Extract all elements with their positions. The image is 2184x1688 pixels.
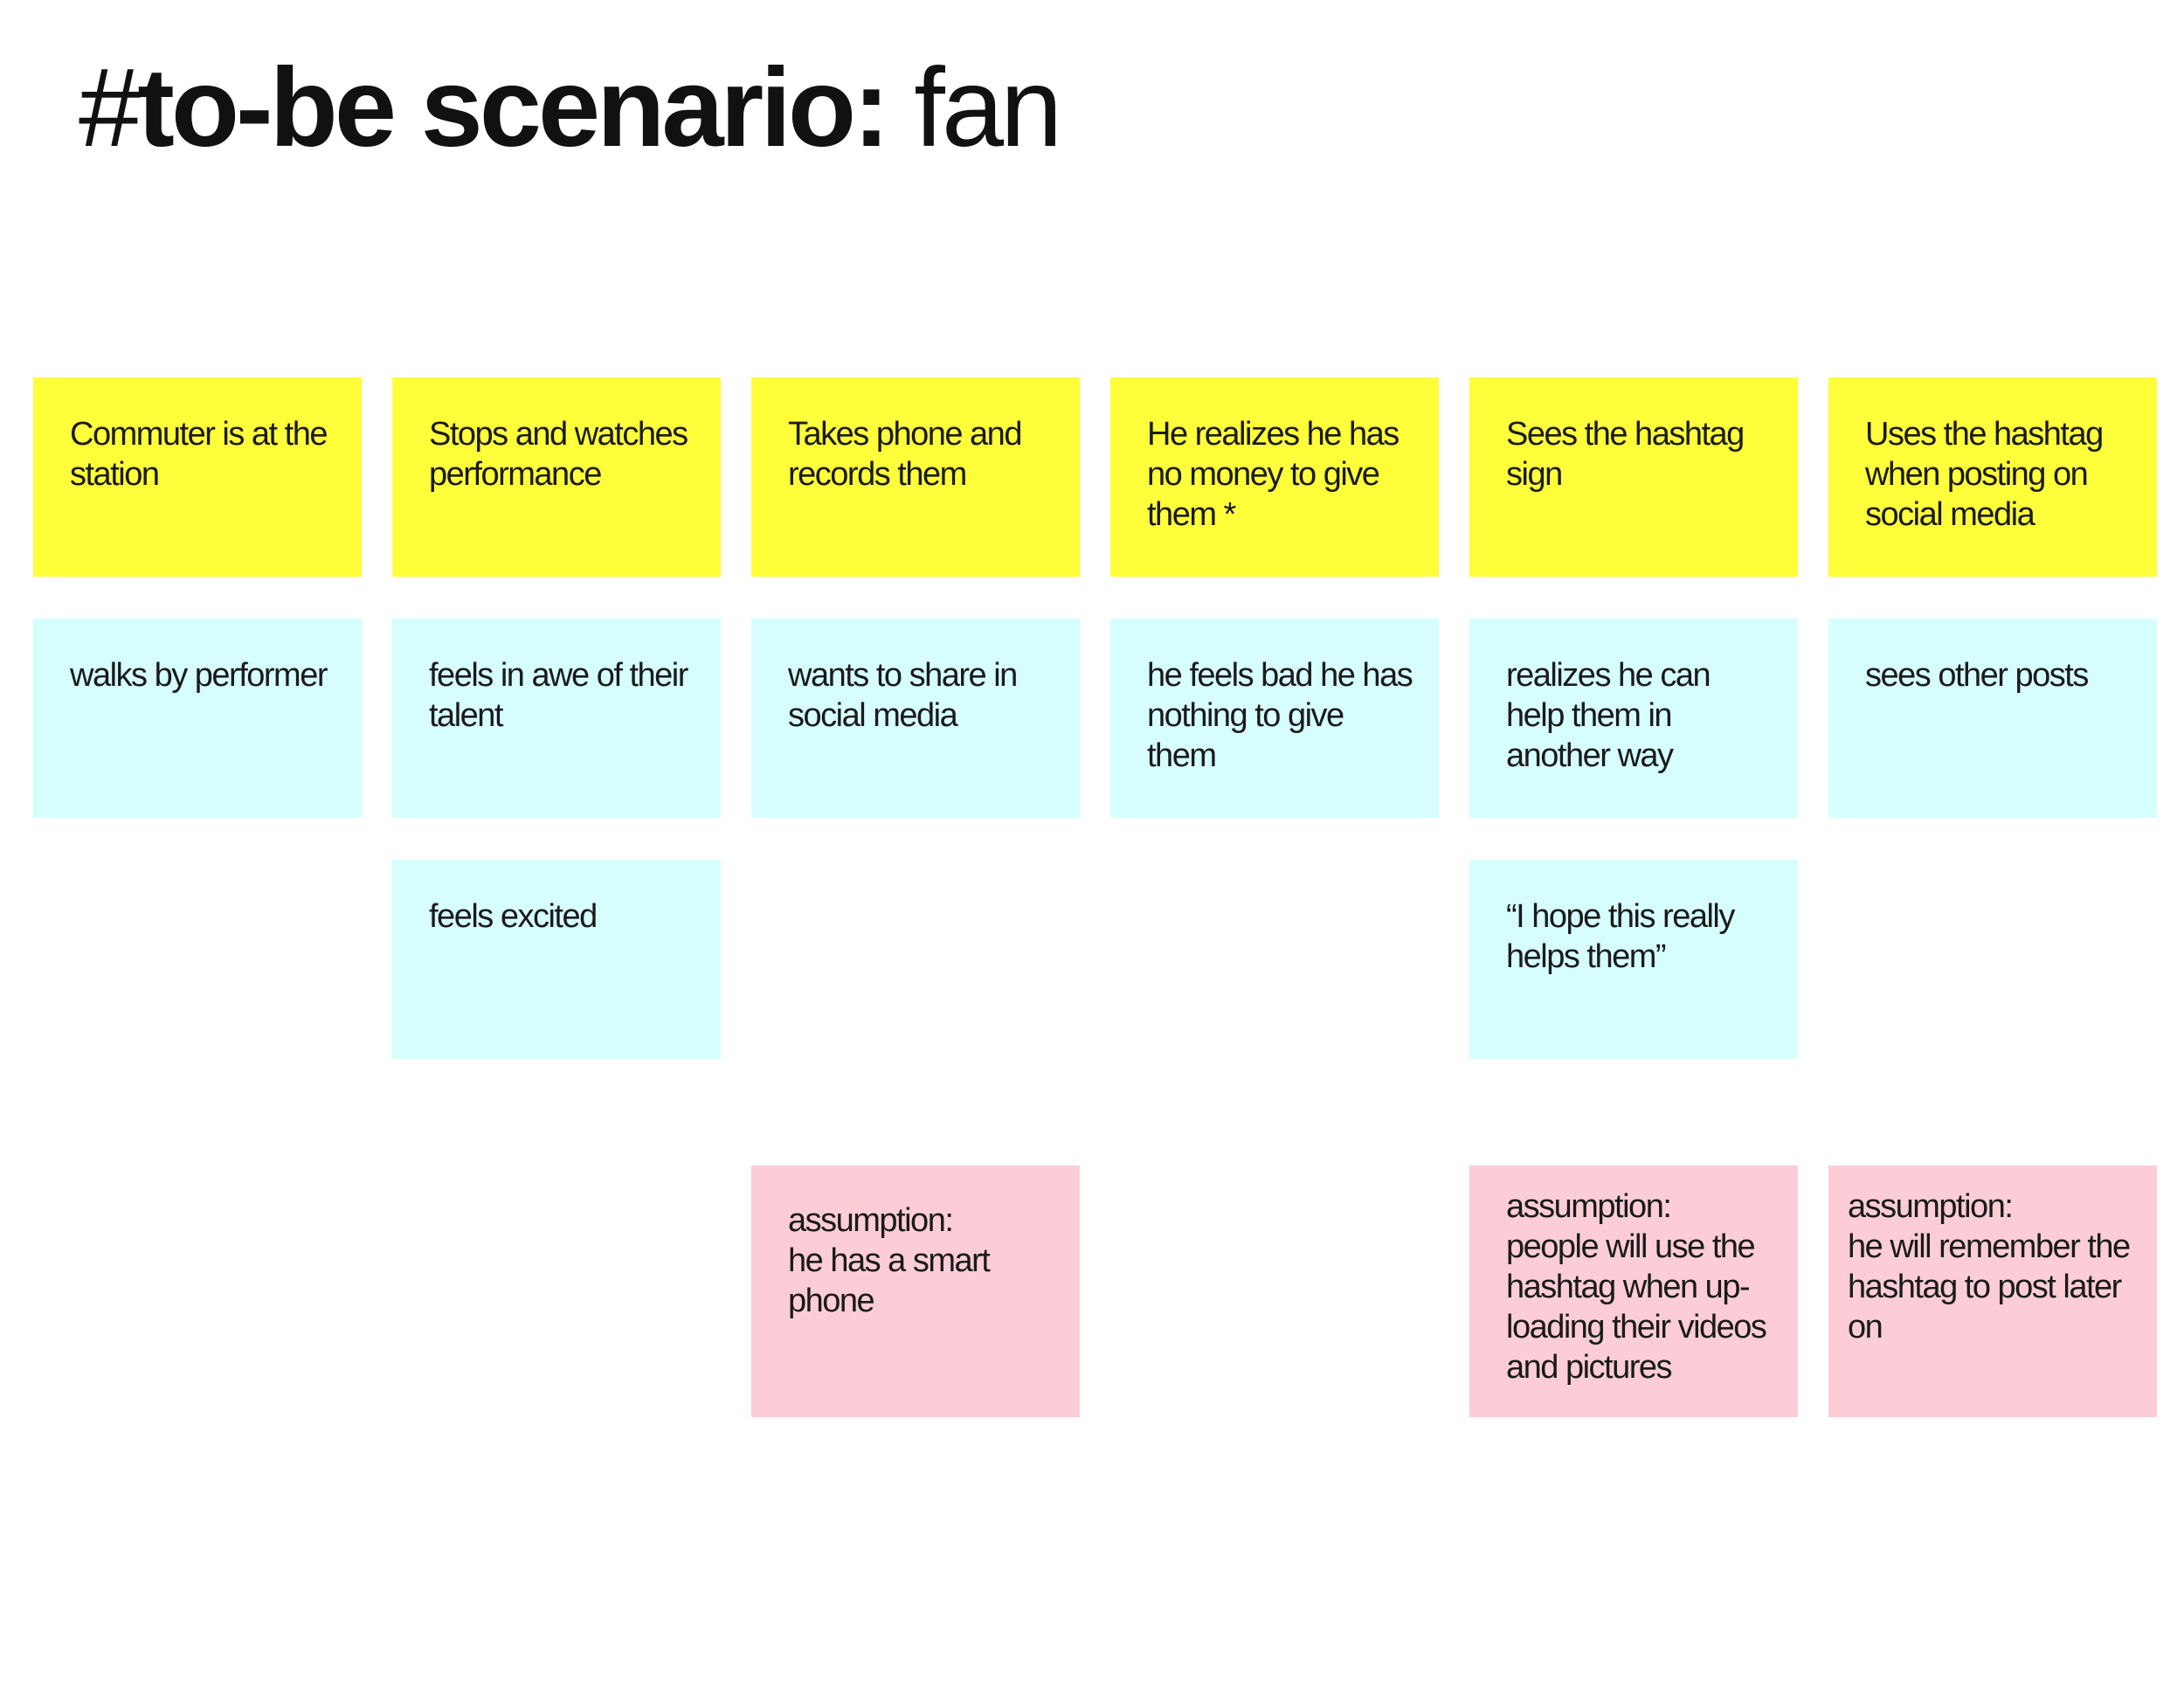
feeling-note-6: sees other posts (1828, 619, 2157, 818)
title-bold: to-be scenario: (137, 45, 889, 170)
feeling-note-5: realizes he can help them in another way (1469, 619, 1798, 818)
page-title: #to-be scenario: fan (79, 52, 1062, 164)
title-light: fan (886, 45, 1062, 170)
assumption-note-hashtag-use: assumption: people will use the hashtag … (1469, 1166, 1798, 1417)
feeling-note-4: he feels bad he has nothing to give them (1110, 619, 1439, 818)
feeling-note-quote: “I hope this really helps them” (1469, 860, 1798, 1059)
feeling-note-2: feels in awe of their talent (392, 619, 721, 818)
step-note-5: Sees the hashtag sign (1469, 377, 1798, 577)
assumption-note-remember: assumption: he will remember the hashtag… (1828, 1166, 2157, 1417)
step-note-1: Commuter is at the station (33, 377, 362, 577)
feeling-note-1: walks by performer (33, 619, 362, 818)
step-note-3: Takes phone and records them (751, 377, 1080, 577)
step-note-6: Uses the hashtag when posting on social … (1828, 377, 2157, 577)
step-note-2: Stops and watches performance (392, 377, 721, 577)
step-note-4: He realizes he has no money to give them… (1110, 377, 1439, 577)
assumption-note-smartphone: assumption: he has a smart phone (751, 1166, 1080, 1417)
title-hash: # (79, 45, 141, 170)
feeling-note-excited: feels excited (392, 860, 721, 1059)
feeling-note-3: wants to share in social media (751, 619, 1080, 818)
